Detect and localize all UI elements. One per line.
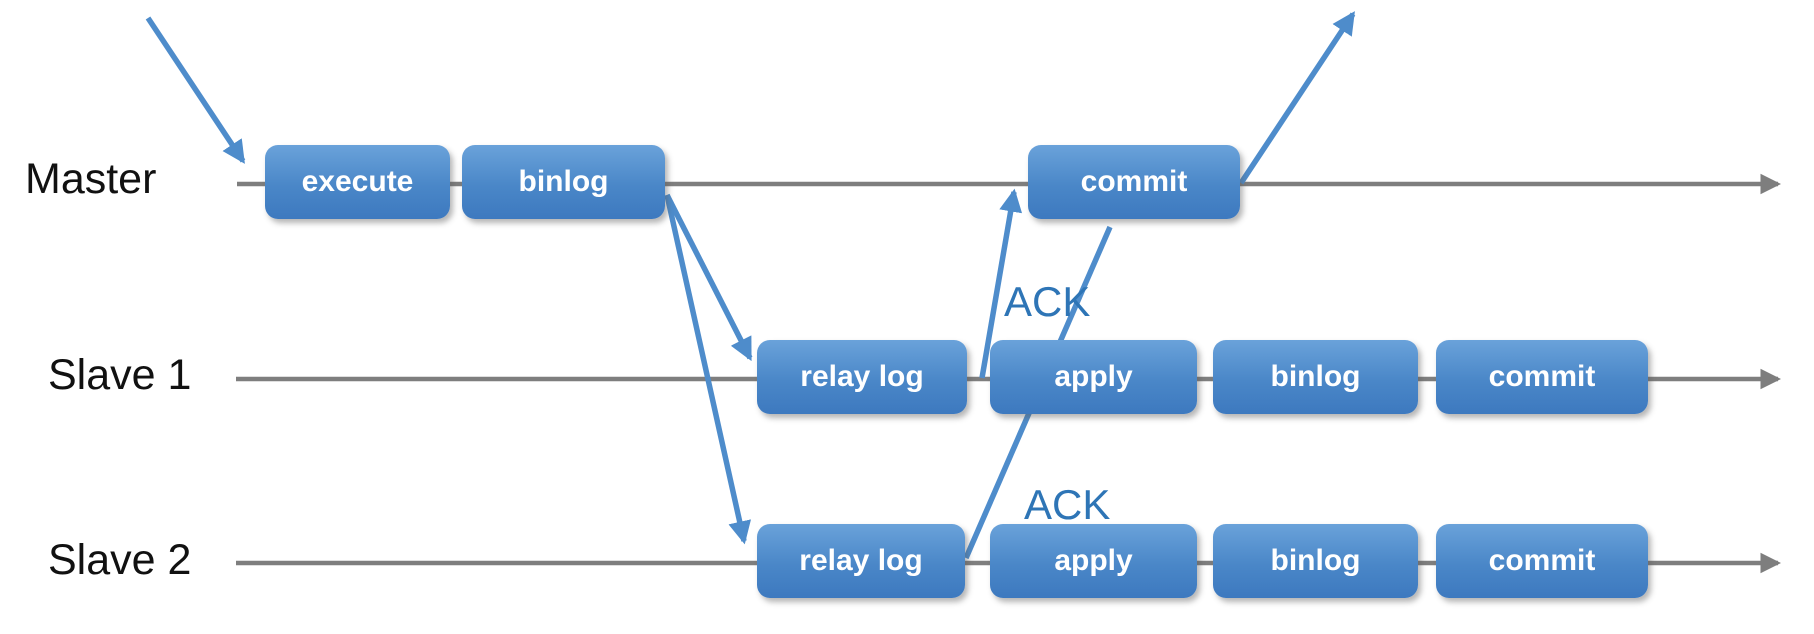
slave1-ack-arrow bbox=[979, 188, 1023, 379]
box-master-commit: commit bbox=[1028, 145, 1240, 219]
box-slave2-commit: commit bbox=[1436, 524, 1648, 598]
box-slave2-apply: apply bbox=[990, 524, 1197, 598]
ack-label-slave1: ACK bbox=[1004, 278, 1091, 325]
incoming-transaction-arrow bbox=[145, 16, 246, 164]
binlog-to-slave1-relaylog-arrow bbox=[664, 193, 753, 362]
ack-label-slave2: ACK bbox=[1024, 481, 1111, 528]
binlog-to-slave2-relaylog-arrow bbox=[664, 194, 752, 545]
lane-label-slave1: Slave 1 bbox=[48, 351, 192, 399]
box-slave2-relay-log: relay log bbox=[757, 524, 965, 598]
box-slave1-relay-log: relay log bbox=[757, 340, 967, 414]
box-slave1-apply: apply bbox=[990, 340, 1197, 414]
box-slave1-commit: commit bbox=[1436, 340, 1648, 414]
box-master-binlog: binlog bbox=[462, 145, 665, 219]
box-slave2-binlog: binlog bbox=[1213, 524, 1418, 598]
box-slave1-binlog: binlog bbox=[1213, 340, 1418, 414]
lane-label-master: Master bbox=[25, 155, 157, 203]
lane-label-slave2: Slave 2 bbox=[48, 536, 192, 584]
commit-response-arrow bbox=[1238, 11, 1356, 185]
box-master-execute: execute bbox=[265, 145, 450, 219]
